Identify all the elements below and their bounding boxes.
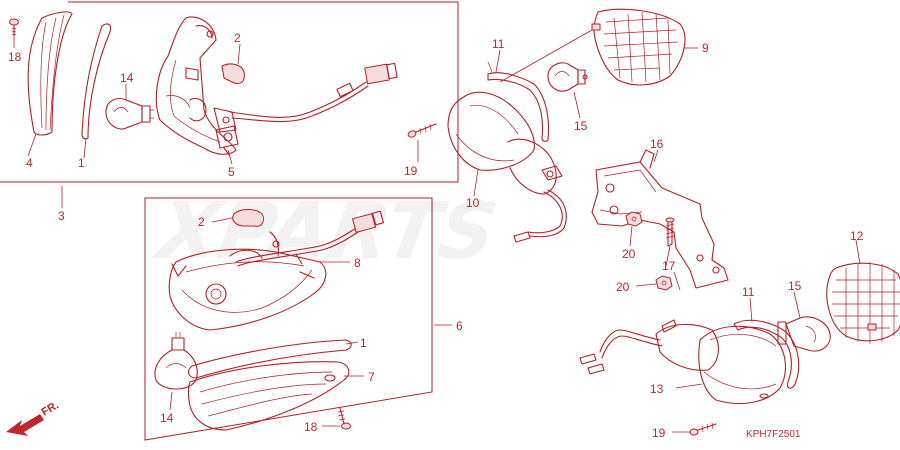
housing-upper — [155, 16, 237, 155]
wire-upper — [229, 62, 398, 123]
callout-8: 8 — [354, 256, 361, 270]
housing-lower — [168, 231, 327, 331]
bracket-16 — [591, 149, 729, 289]
callout-2-upper: 2 — [234, 31, 241, 45]
bulb-14-lower — [154, 332, 198, 390]
gasket-11-lower — [733, 319, 800, 389]
cushion-2-lower — [232, 209, 265, 227]
callout-20-lower: 20 — [616, 280, 630, 294]
callout-16: 16 — [650, 137, 664, 151]
bulb-14-upper — [105, 97, 154, 130]
screw-19-lower — [689, 422, 717, 436]
lens-10 — [447, 91, 535, 171]
leader-9-to-10 — [499, 29, 593, 83]
callout-14-upper: 14 — [120, 71, 134, 85]
callout-20-upper: 20 — [622, 247, 636, 261]
callout-4: 4 — [26, 156, 33, 170]
callout-19-lower: 19 — [652, 426, 666, 440]
bulb-15-upper — [547, 62, 588, 92]
watermark: XPARTS — [147, 186, 503, 277]
gasket-1-upper — [81, 23, 112, 140]
nut-20-upper — [625, 211, 643, 227]
bolt-17 — [665, 217, 675, 247]
gasket-11-upper — [487, 61, 550, 142]
callout-15-upper: 15 — [574, 119, 588, 133]
callout-1-lower: 1 — [360, 336, 367, 350]
callout-2-lower: 2 — [198, 215, 205, 229]
callout-6: 6 — [456, 319, 463, 333]
front-arrow-icon — [6, 414, 44, 436]
cushion-2-upper — [221, 63, 245, 85]
callout-3: 3 — [58, 209, 65, 223]
screw-18-lower — [337, 407, 351, 430]
bulb-15-lower — [777, 316, 831, 352]
callout-7: 7 — [368, 370, 375, 384]
screw-19-upper — [407, 123, 437, 138]
lens-13 — [698, 325, 786, 405]
lens-9 — [591, 8, 686, 86]
drawing-code: KPH7F2501 — [746, 429, 801, 440]
lens-12 — [826, 262, 900, 344]
lens-4 — [27, 11, 73, 136]
wire-lower — [235, 210, 384, 267]
callout-18-upper: 18 — [8, 50, 22, 64]
lens-7 — [187, 361, 350, 431]
screw-18-upper — [9, 18, 19, 37]
callout-5: 5 — [228, 165, 235, 179]
callout-18-lower: 18 — [304, 420, 318, 434]
callout-9: 9 — [702, 41, 709, 55]
callout-11-lower: 11 — [742, 285, 755, 299]
callout-15-lower: 15 — [788, 279, 802, 293]
callout-13: 13 — [650, 382, 664, 396]
body-13 — [579, 319, 719, 375]
callouts: 18 4 1 14 2 5 3 2 8 6 1 7 14 18 19 10 11… — [8, 31, 864, 440]
gasket-1-lower — [187, 339, 352, 379]
callout-10: 10 — [466, 196, 480, 210]
group-frame-6 — [144, 197, 433, 441]
callout-14-lower: 14 — [160, 411, 174, 425]
callout-1-upper: 1 — [78, 156, 85, 170]
group-frame-3 — [0, 1, 459, 183]
nut-20-lower — [655, 275, 673, 291]
front-arrow-label: FR. — [40, 399, 61, 418]
callout-19-upper: 19 — [404, 164, 418, 178]
callout-12: 12 — [850, 229, 864, 243]
leader-lines — [13, 36, 861, 433]
body-10 — [507, 138, 567, 243]
callout-17: 17 — [662, 259, 676, 273]
callout-11-upper: 11 — [492, 37, 505, 51]
